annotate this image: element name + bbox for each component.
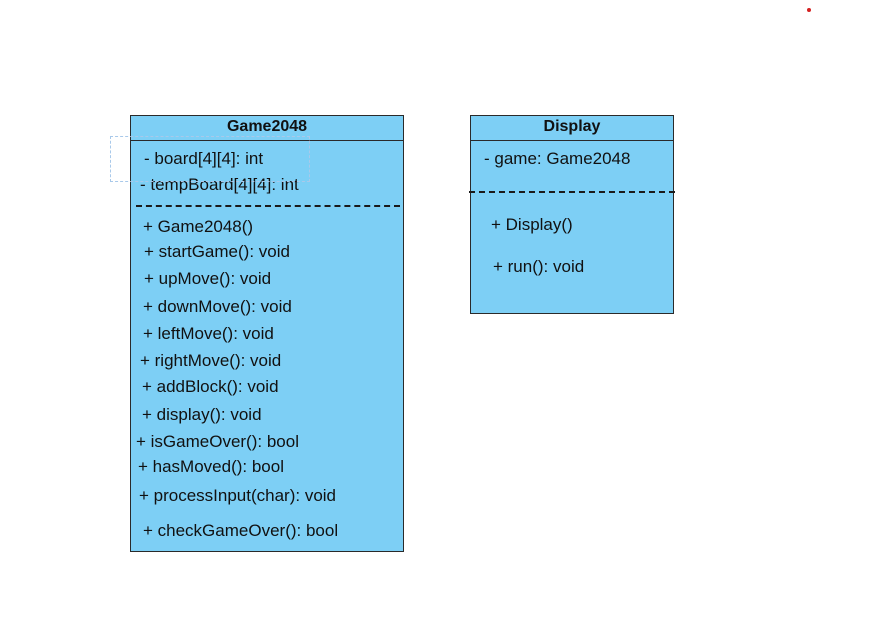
method-checkgameover: + checkGameOver(): bool (143, 521, 339, 540)
method-addblock: + addBlock(): void (142, 377, 279, 396)
section-divider (469, 191, 675, 193)
method-processinput: + processInput(char): void (139, 486, 337, 505)
method-startgame: + startGame(): void (144, 242, 290, 261)
section-divider (136, 205, 400, 207)
attribute-game: - game: Game2048 (484, 149, 631, 168)
class-display[interactable]: Display - game: Game2048 + Display() + r… (469, 115, 675, 314)
method-leftmove: + leftMove(): void (143, 324, 274, 343)
method-hasmoved: + hasMoved(): bool (138, 457, 284, 476)
attribute-tempboard: - tempBoard[4][4]: int (140, 175, 299, 194)
class-name: Game2048 (131, 116, 403, 141)
method-upmove: + upMove(): void (144, 269, 272, 288)
method-rightmove: + rightMove(): void (140, 351, 282, 370)
method-isgameover: + isGameOver(): bool (136, 432, 299, 451)
method-constructor: + Display() (491, 215, 573, 234)
class-game2048[interactable]: Game2048 - board[4][4]: int - tempBoard[… (130, 115, 404, 552)
method-constructor: + Game2048() (143, 217, 254, 236)
method-display: + display(): void (142, 405, 262, 424)
method-downmove: + downMove(): void (143, 297, 292, 316)
method-run: + run(): void (493, 257, 585, 276)
red-marker-dot (807, 8, 811, 12)
attribute-board: - board[4][4]: int (144, 149, 264, 168)
class-name: Display (471, 116, 673, 141)
selection-rectangle (110, 136, 310, 182)
